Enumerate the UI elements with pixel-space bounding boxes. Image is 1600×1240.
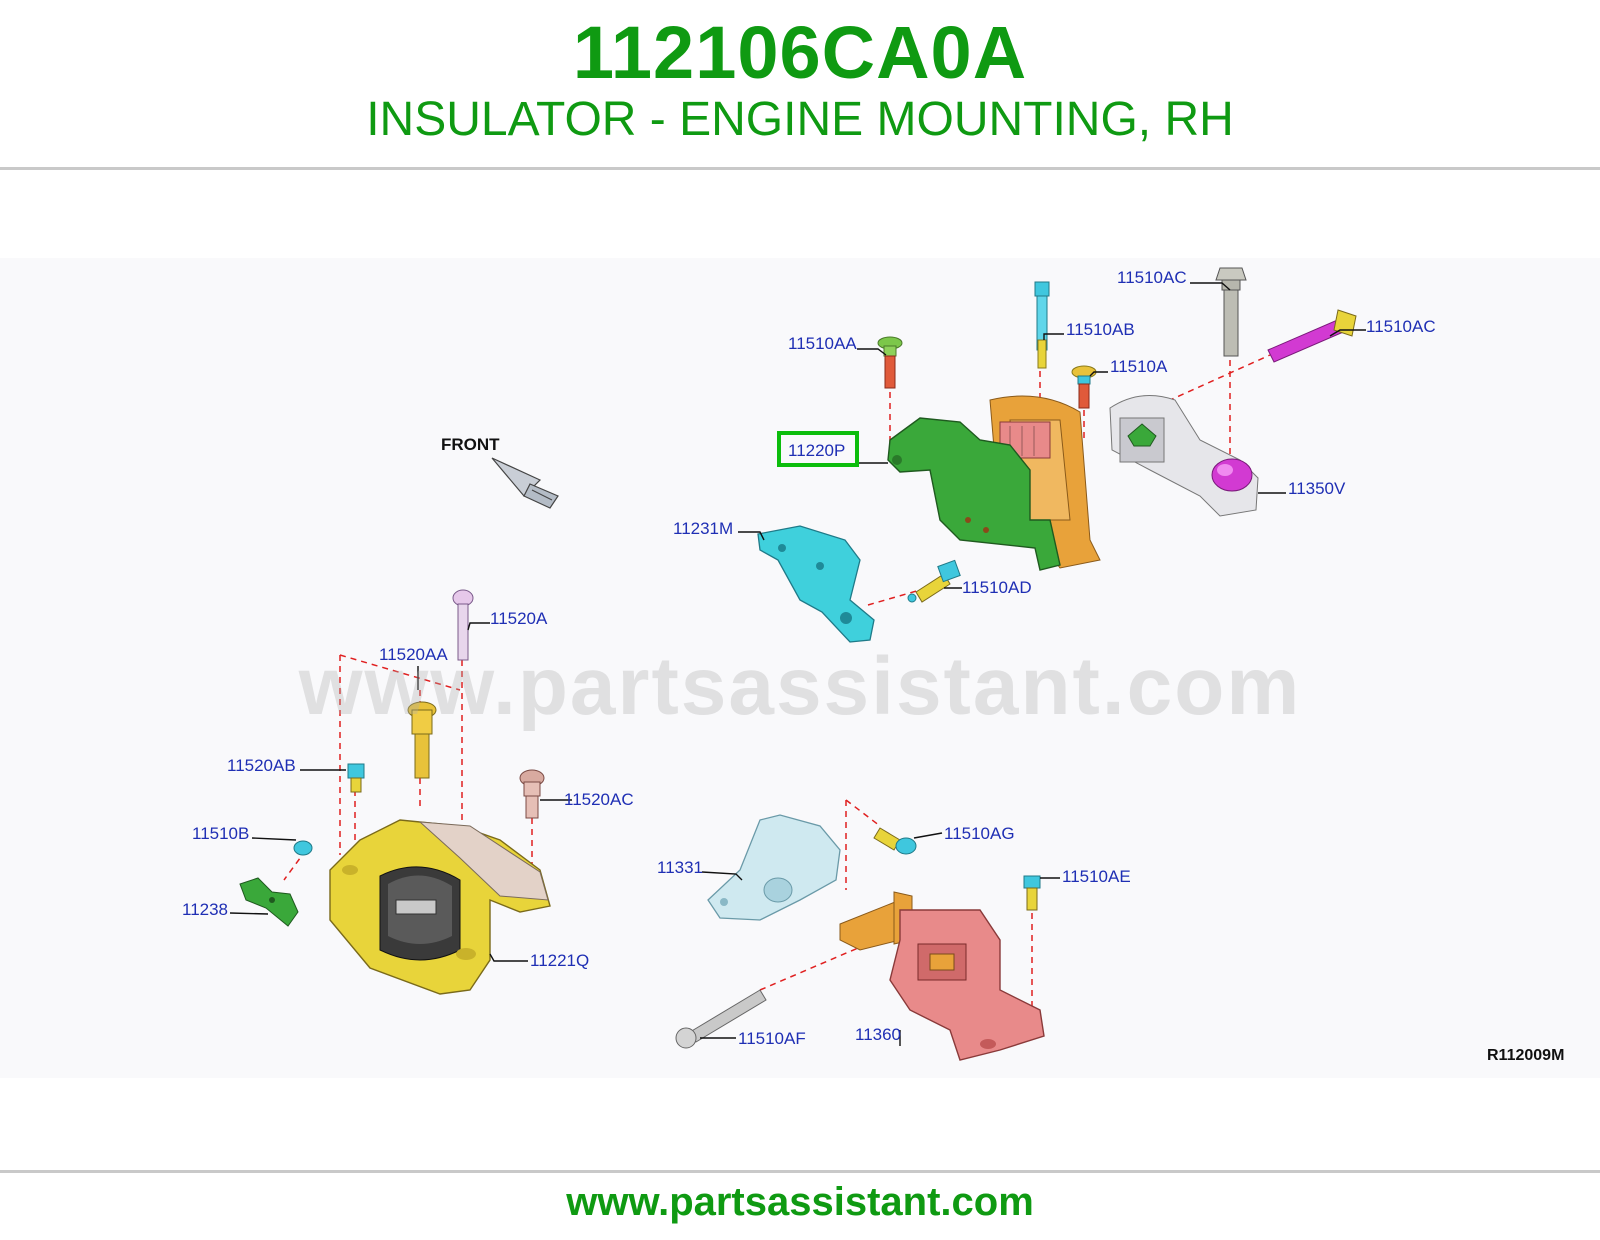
engine-mount-11221Q[interactable]: [329, 819, 551, 995]
bolt-11510AD[interactable]: [907, 559, 961, 603]
bracket-11231M[interactable]: [757, 525, 875, 643]
callout-11510B[interactable]: 11510B: [192, 824, 249, 843]
callout-11510AG[interactable]: 11510AG: [944, 824, 1015, 843]
footer-site-url[interactable]: www.partsassistant.com: [566, 1180, 1034, 1224]
bolt-11510AB[interactable]: [1034, 281, 1050, 369]
bolt-11510B[interactable]: [293, 840, 313, 856]
watermark: www.partsassistant.com: [298, 641, 1302, 732]
assembly-line: [867, 589, 921, 606]
callout-11238[interactable]: 11238: [182, 900, 228, 919]
diagram-reference-code: R112009M: [1487, 1047, 1564, 1064]
callout-11350V[interactable]: 11350V: [1288, 479, 1346, 498]
front-label: FRONT: [441, 435, 500, 454]
bolt-11510AA[interactable]: [877, 336, 903, 389]
bolt-11520AA[interactable]: [407, 701, 437, 779]
callout-11331[interactable]: 11331: [657, 858, 703, 877]
callout-11520AB[interactable]: 11520AB: [227, 756, 296, 775]
callout-11510AC-top[interactable]: 11510AC: [1117, 268, 1187, 287]
part-name-subtitle: INSULATOR - ENGINE MOUNTING, RH: [366, 93, 1234, 146]
bolt-11510AC-diagonal[interactable]: [1267, 309, 1357, 363]
insulator-11350V[interactable]: [1109, 395, 1259, 517]
assembly-line: [339, 654, 461, 691]
bolt-11510AG[interactable]: [873, 827, 917, 855]
bolt-11520AC[interactable]: [519, 769, 545, 819]
bolt-11520AB[interactable]: [347, 763, 365, 793]
bolt-11510AC-vertical[interactable]: [1215, 267, 1247, 357]
leader-lines: [229, 282, 1366, 1046]
footer-divider: [0, 1170, 1600, 1173]
part-number-title: 112106CA0A: [572, 11, 1028, 94]
callout-11510AF[interactable]: 11510AF: [738, 1029, 806, 1048]
header-divider: [0, 167, 1600, 170]
bolt-11510AE[interactable]: [1023, 875, 1041, 911]
diagram-panel: [0, 258, 1600, 1078]
insulator-rubber: [999, 421, 1051, 459]
bolt-11520A[interactable]: [452, 589, 474, 661]
callout-11510AA[interactable]: 11510AA: [788, 334, 857, 353]
callout-11520AA[interactable]: 11520AA: [379, 645, 448, 664]
bolt-11510A[interactable]: [1071, 365, 1097, 409]
callout-11510AE[interactable]: 11510AE: [1062, 867, 1131, 886]
highlighted-callout-box: [777, 431, 859, 467]
callout-11520AC[interactable]: 11520AC: [564, 790, 634, 809]
assembly-line: [845, 799, 881, 827]
front-arrow-icon: [491, 457, 559, 509]
callout-11510A[interactable]: 11510A: [1110, 357, 1168, 376]
callout-11220P[interactable]: 11220P: [788, 441, 845, 460]
bracket-11238[interactable]: [239, 877, 299, 927]
mount-11360[interactable]: [839, 891, 1045, 1061]
callout-11231M[interactable]: 11231M: [673, 519, 733, 538]
callout-11510AD[interactable]: 11510AD: [962, 578, 1032, 597]
bracket-11331[interactable]: [707, 814, 841, 921]
callout-11360[interactable]: 11360: [855, 1025, 901, 1044]
callout-11510AB[interactable]: 11510AB: [1066, 320, 1135, 339]
callout-11221Q[interactable]: 11221Q: [530, 951, 589, 970]
bracket-11220P[interactable]: [887, 417, 1061, 571]
callout-11520A[interactable]: 11520A: [490, 609, 548, 628]
bolt-11510AF[interactable]: [675, 989, 767, 1049]
callout-11510AC-right[interactable]: 11510AC: [1366, 317, 1436, 336]
